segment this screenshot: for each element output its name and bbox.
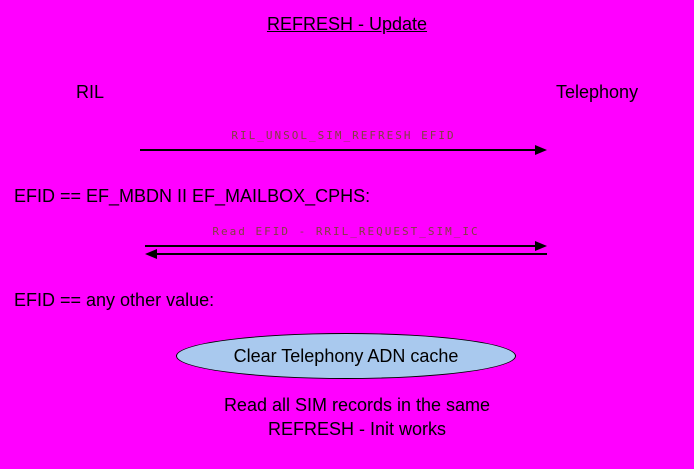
- message-arrow-refresh: RIL_UNSOL_SIM_REFRESH EFID: [140, 129, 547, 155]
- condition-other-value: EFID == any other value:: [14, 290, 215, 310]
- arrowhead-right-icon: [535, 241, 547, 251]
- clear-cache-ellipse-label: Clear Telephony ADN cache: [233, 345, 459, 366]
- message-arrow-refresh-label: RIL_UNSOL_SIM_REFRESH EFID: [231, 129, 456, 142]
- actor-telephony: Telephony: [556, 82, 639, 102]
- arrow-line-response: [145, 249, 547, 259]
- arrow-line-right: [140, 145, 547, 155]
- arrow-shaft: [145, 245, 537, 247]
- arrowhead-right-icon: [535, 145, 547, 155]
- arrow-shaft: [155, 253, 547, 255]
- clear-cache-ellipse: Clear Telephony ADN cache: [176, 333, 516, 379]
- condition-mbdn-mailbox: EFID == EF_MBDN II EF_MAILBOX_CPHS:: [14, 186, 371, 206]
- footer-note-line2: REFRESH - Init works: [267, 419, 447, 439]
- message-arrow-read-efid-label: Read EFID - RRIL_REQUEST_SIM_IC: [212, 225, 480, 238]
- footer-note-line1: Read all SIM records in the same: [223, 395, 491, 415]
- arrow-line-request: [145, 241, 547, 251]
- arrow-shaft: [140, 149, 537, 151]
- actor-ril: RIL: [76, 82, 105, 102]
- diagram-title: REFRESH - Update: [266, 14, 428, 34]
- footer-note: Read all SIM records in the same REFRESH…: [147, 393, 567, 441]
- arrowhead-left-icon: [145, 249, 157, 259]
- message-arrow-read-efid: Read EFID - RRIL_REQUEST_SIM_IC: [145, 225, 547, 259]
